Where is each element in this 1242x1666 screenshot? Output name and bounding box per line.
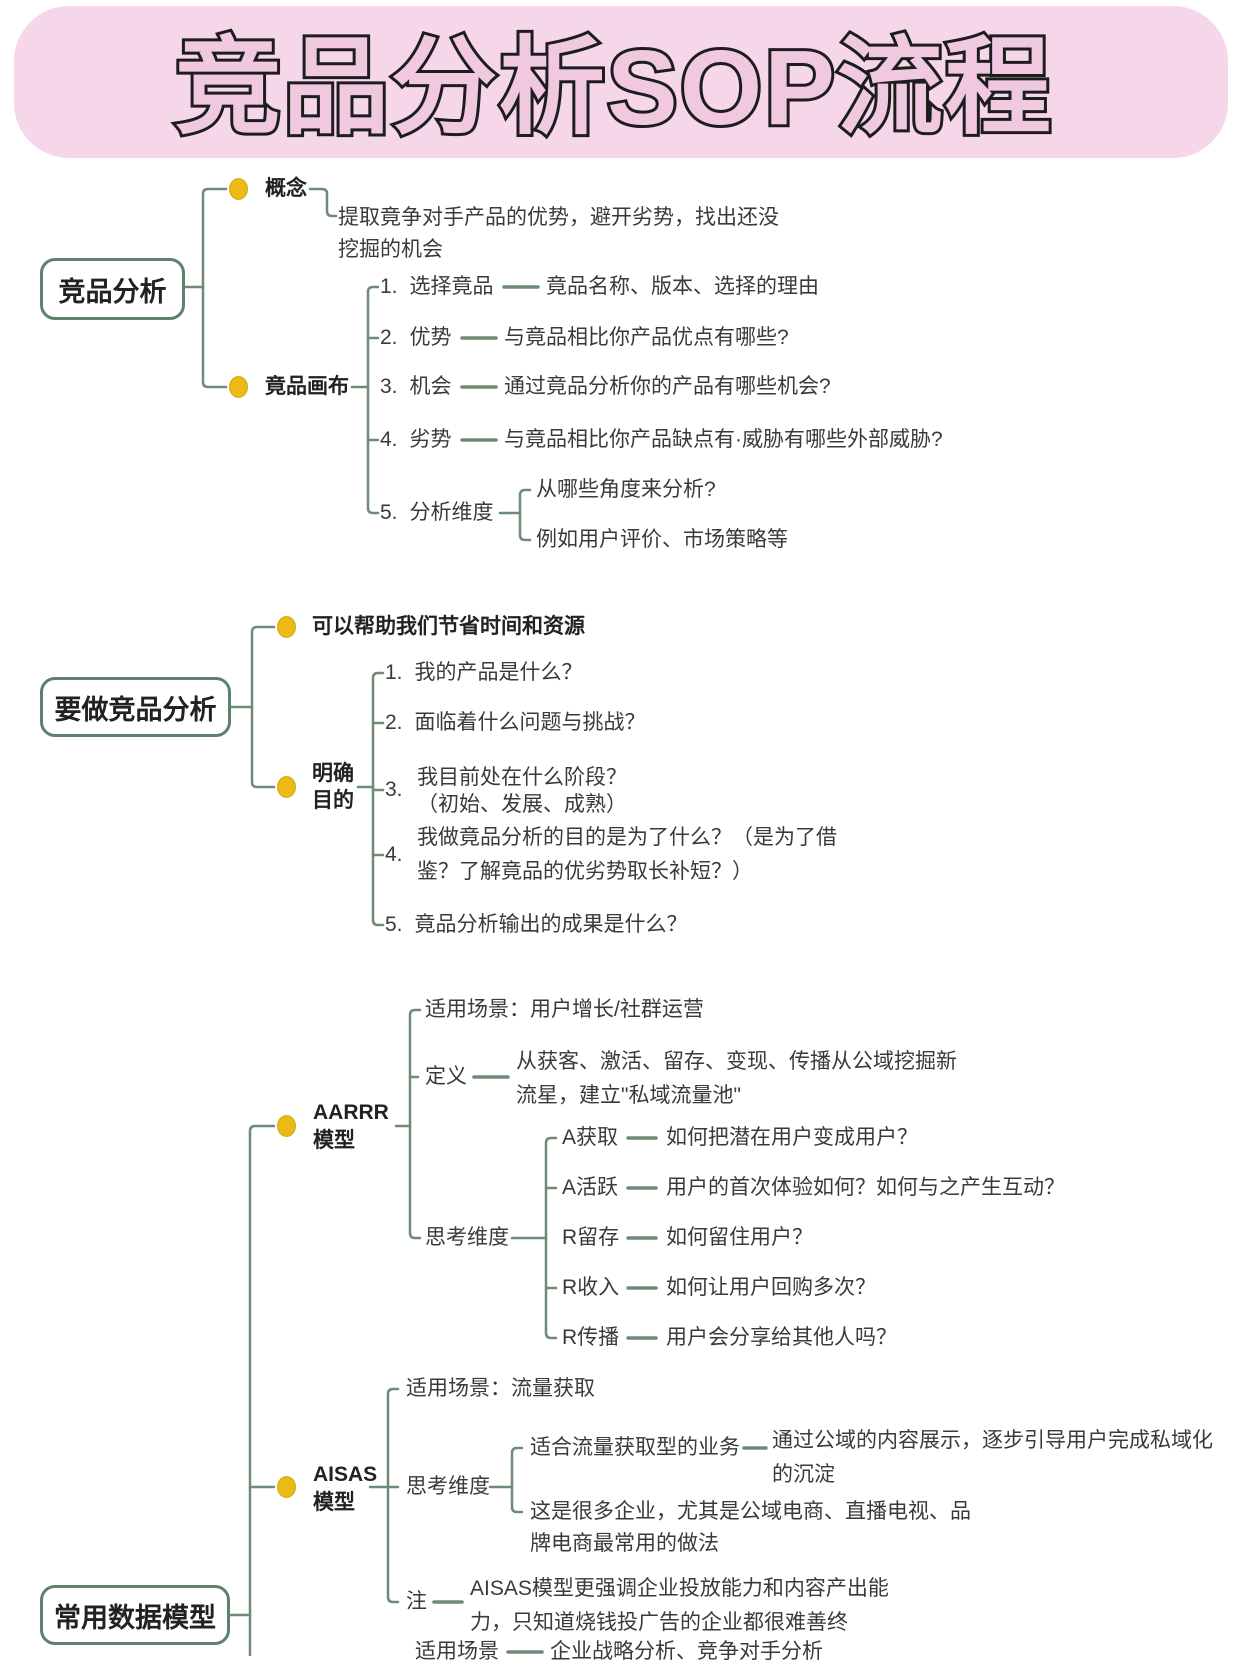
item-number: 4. — [380, 428, 398, 451]
branch-concept-label: 概念 — [265, 177, 307, 200]
item-number: 2. — [385, 711, 403, 734]
topic-dot-icon — [277, 1476, 296, 1498]
aarrr-item-revenue-desc: 如何让用户回购多次？ — [666, 1276, 876, 1299]
item-label: 机会 — [409, 375, 452, 398]
branch-aarrr-label: AARRR 模型 — [313, 1101, 389, 1152]
aarrr-definition-label: 定义 — [425, 1065, 467, 1088]
item-label: 劣势 — [409, 428, 452, 451]
topic-dot-icon — [277, 1115, 296, 1137]
aarrr-item-referral-label: R传播 — [562, 1326, 620, 1349]
branch-aisas-label: AISAS 模型 — [313, 1463, 378, 1514]
next-model-scene-label: 适用场景 — [415, 1640, 499, 1663]
aisas-note-desc: AISAS模型更强调企业投放能力和内容产出能 力，只知道烧钱投广告的企业都很难善… — [470, 1577, 889, 1634]
canvas-item-4-desc: 与竟品相比你产品缺点有·威胁有哪些外部威胁? — [504, 428, 943, 451]
purpose-item-3-text: 我目前处在什么阶段？ （初始、发展、成熟） — [417, 766, 627, 816]
purpose-item-4-number: 4. — [385, 843, 403, 866]
item-number: 5. — [385, 913, 403, 936]
purpose-item-1: 1. 我的产品是什么？ — [385, 659, 583, 687]
canvas-item-1: 1. 选择竟品 — [380, 273, 494, 301]
benefit-text: 可以帮助我们节省时间和资源 — [312, 615, 585, 638]
canvas-item-3-desc: 通过竟品分析你的产品有哪些机会? — [504, 375, 831, 398]
branch-canvas-label: 竟品画布 — [265, 375, 349, 398]
item-number: 5. — [380, 501, 398, 524]
branch-purpose-label: 明确 目的 — [312, 762, 354, 812]
purpose-item-2: 2. 面临着什么问题与挑战？ — [385, 709, 646, 737]
item-label: 分析维度 — [409, 501, 494, 524]
aarrr-item-activate-desc: 用户的首次体验如何？如何与之产生互动？ — [666, 1176, 1065, 1199]
aisas-item-1-label: 适合流量获取型的业务 — [530, 1436, 740, 1459]
item-label: 选择竟品 — [409, 275, 494, 298]
topic-dot-icon — [229, 178, 248, 200]
aarrr-item-activate-label: A活跃 — [562, 1176, 619, 1199]
aarrr-item-revenue-label: R收入 — [562, 1276, 620, 1299]
canvas-item-2-desc: 与竟品相比你产品优点有哪些? — [504, 326, 789, 349]
item-text: 面临着什么问题与挑战？ — [414, 711, 646, 734]
page-title: 竞品分析SOP流程 — [175, 29, 1053, 147]
aarrr-item-acquire-label: A获取 — [562, 1126, 619, 1149]
topic-dot-icon — [277, 776, 296, 798]
aarrr-think-label: 思考维度 — [425, 1226, 509, 1249]
concept-description: 提取竟争对手产品的优势，避开劣势，找出还没 挖掘的机会 — [338, 206, 779, 261]
root-node-why-analysis: 要做竞品分析 — [40, 677, 231, 737]
item-text: 我的产品是什么？ — [414, 661, 583, 684]
next-model-scene-desc: 企业战略分析、竞争对手分析 — [550, 1640, 823, 1663]
root-node-data-models: 常用数据模型 — [40, 1585, 230, 1645]
purpose-item-3-number: 3. — [385, 778, 403, 801]
topic-dot-icon — [229, 376, 248, 398]
aarrr-item-referral-desc: 用户会分享给其他人吗？ — [666, 1326, 897, 1349]
aisas-item-2-text: 这是很多企业，尤其是公域电商、直播电视、品 牌电商最常用的做法 — [530, 1500, 971, 1555]
title-banner-svg: 竞品分析SOP流程 — [172, 26, 1054, 150]
purpose-item-5: 5. 竟品分析输出的成果是什么？ — [385, 911, 688, 939]
item-number: 1. — [380, 275, 398, 298]
dimension-sub-2: 例如用户评价、市场策略等 — [536, 528, 788, 551]
root-node-competitive-analysis: 竞品分析 — [40, 258, 185, 320]
aisas-scene: 适用场景：流量获取 — [406, 1377, 595, 1400]
canvas-item-5: 5. 分析维度 — [380, 499, 494, 527]
aarrr-item-retention-label: R留存 — [562, 1226, 620, 1249]
aisas-item-1-desc: 通过公域的内容展示，逐步引导用户完成私域化 的沉淀 — [772, 1429, 1213, 1486]
aisas-think-label: 思考维度 — [406, 1475, 490, 1498]
canvas-item-3: 3. 机会 — [380, 373, 452, 401]
dimension-sub-1: 从哪些角度来分析? — [536, 478, 716, 501]
topic-dot-icon — [277, 616, 296, 638]
canvas-item-4: 4. 劣势 — [380, 426, 452, 454]
aisas-note-label: 注 — [406, 1590, 427, 1613]
aarrr-item-acquire-desc: 如何把潜在用户变成用户？ — [666, 1126, 918, 1149]
title-banner: 竞品分析SOP流程 — [14, 6, 1228, 158]
item-text: 竟品分析输出的成果是什么？ — [414, 913, 688, 936]
canvas-item-2: 2. 优势 — [380, 324, 452, 352]
aarrr-scene: 适用场景：用户增长/社群运营 — [425, 998, 704, 1021]
canvas-item-1-desc: 竟品名称、版本、选择的理由 — [546, 275, 819, 298]
item-number: 2. — [380, 326, 398, 349]
aarrr-item-retention-desc: 如何留住用户？ — [666, 1226, 813, 1249]
item-number: 3. — [380, 375, 398, 398]
purpose-item-4-text: 我做竟品分析的目的是为了什么？（是为了借 鉴？了解竟品的优劣势取长补短？） — [417, 826, 837, 883]
item-label: 优势 — [409, 326, 452, 349]
aarrr-definition-desc: 从获客、激活、留存、变现、传播从公域挖掘新 流星，建立"私域流量池" — [516, 1050, 957, 1107]
item-number: 1. — [385, 661, 403, 684]
